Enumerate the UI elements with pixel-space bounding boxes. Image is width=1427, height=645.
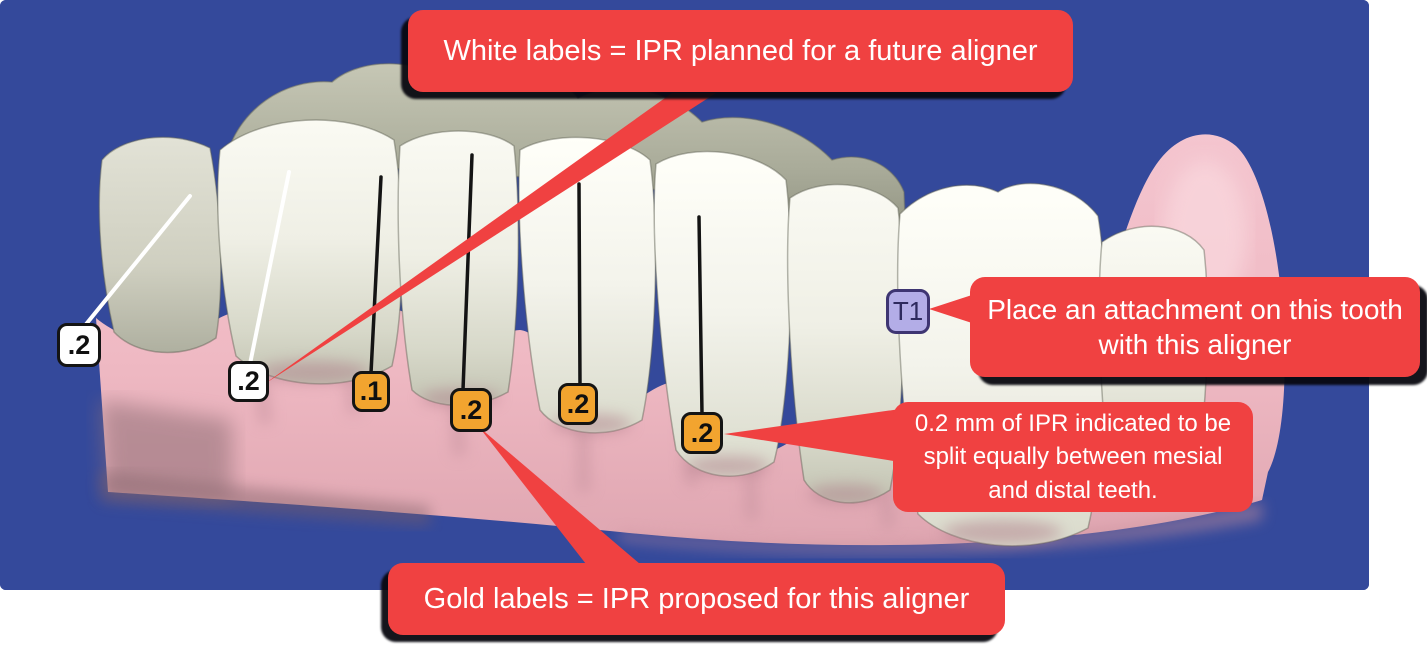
ipr-label-gold-1[interactable]: .1 bbox=[352, 371, 390, 412]
leader-line-white-1 bbox=[81, 194, 192, 330]
callout-attachment: Place an attachment on this tooth with t… bbox=[970, 277, 1420, 377]
ipr-label-gold-4[interactable]: .2 bbox=[681, 412, 723, 454]
leader-line-gold-4 bbox=[697, 215, 704, 416]
tooth bbox=[216, 119, 403, 385]
black-leader-lines bbox=[369, 153, 704, 416]
pointer-top-callout bbox=[263, 93, 716, 385]
leader-line-gold-2 bbox=[461, 153, 474, 392]
ipr-label-white-2[interactable]: .2 bbox=[228, 361, 269, 402]
attachment-label-t1[interactable]: T1 bbox=[886, 289, 930, 334]
leader-line-gold-1 bbox=[369, 175, 383, 375]
ipr-label-white-1[interactable]: .2 bbox=[57, 323, 101, 367]
pointer-bottom-callout bbox=[479, 427, 640, 564]
gum-shadow-left bbox=[100, 400, 232, 500]
white-leader-lines bbox=[81, 170, 291, 366]
callout-ipr-split: 0.2 mm of IPR indicated to be split equa… bbox=[893, 402, 1253, 512]
ipr-label-gold-2[interactable]: .2 bbox=[450, 388, 492, 432]
pointer-attachment-callout bbox=[929, 294, 975, 324]
tooth bbox=[397, 130, 520, 407]
model-base-edge bbox=[100, 472, 430, 526]
leader-line-white-2 bbox=[248, 170, 291, 366]
ipr-label-gold-3[interactable]: .2 bbox=[558, 383, 598, 425]
gum-shadow-bottom bbox=[618, 502, 1262, 554]
leader-line-gold-3 bbox=[577, 182, 582, 388]
callout-gold-labels: Gold labels = IPR proposed for this alig… bbox=[388, 563, 1005, 635]
pointer-ipr-callout bbox=[724, 409, 900, 462]
callout-pointers bbox=[263, 93, 975, 564]
callout-white-labels: White labels = IPR planned for a future … bbox=[408, 10, 1073, 92]
tooth bbox=[653, 150, 792, 477]
tooth bbox=[98, 136, 222, 354]
